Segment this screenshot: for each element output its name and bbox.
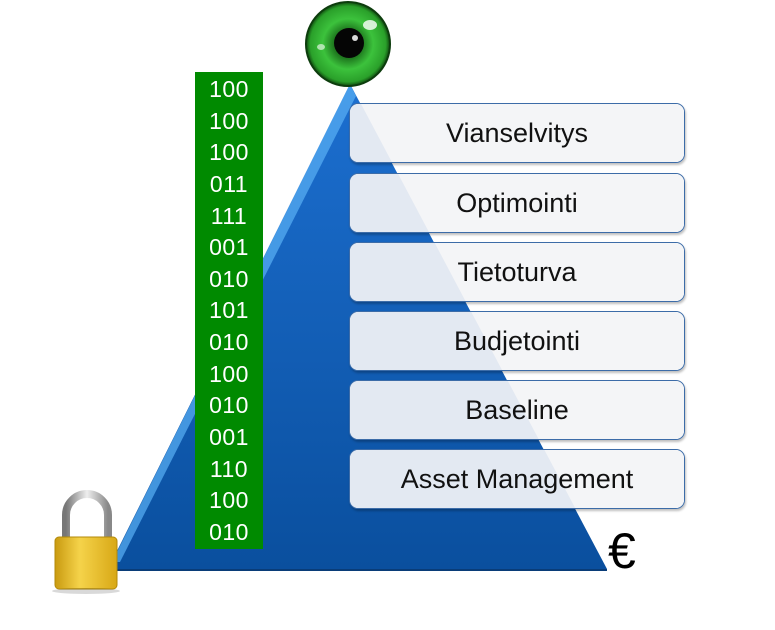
binary-row: 011 [209, 170, 249, 197]
pyramid-layer-box: Optimointi [349, 173, 685, 233]
binary-row: 100 [209, 76, 249, 102]
pyramid-layer-label: Baseline [465, 394, 569, 425]
binary-row: 001 [209, 424, 249, 451]
padlock-icon [52, 490, 120, 594]
binary-row: 110 [209, 455, 249, 482]
pyramid-layer-label: Asset Management [400, 463, 634, 494]
binary-row: 101 [209, 297, 249, 324]
pyramid-layer-box: Tietoturva [349, 242, 685, 302]
binary-row: 010 [209, 392, 249, 419]
pyramid-layer-box: Baseline [349, 380, 685, 440]
pyramid-layer-box: Vianselvitys [349, 103, 685, 163]
euro-icon: € [608, 523, 636, 579]
binary-row: 100 [209, 360, 249, 387]
binary-row: 100 [209, 139, 249, 166]
binary-row: 100 [209, 107, 249, 134]
eye-icon [305, 1, 391, 87]
pyramid-layer-label: Optimointi [456, 187, 578, 218]
binary-row: 100 [209, 487, 249, 514]
binary-row: 010 [209, 265, 249, 292]
binary-code-column: 100 100 100 011 111 001 010 101 010 100 010 001 110 1… [195, 72, 263, 549]
binary-row: 010 [209, 518, 249, 545]
pyramid-layer-label: Budjetointi [453, 325, 581, 356]
pyramid-layer-box: Budjetointi [349, 311, 685, 371]
pyramid-layer-label: Tietoturva [457, 256, 577, 287]
binary-row: 111 [210, 202, 248, 229]
pyramid-layer-box: Asset Management [349, 449, 685, 509]
binary-row: 001 [209, 234, 249, 261]
pyramid-layer-label: Vianselvitys [445, 117, 589, 148]
binary-row: 010 [209, 329, 249, 356]
